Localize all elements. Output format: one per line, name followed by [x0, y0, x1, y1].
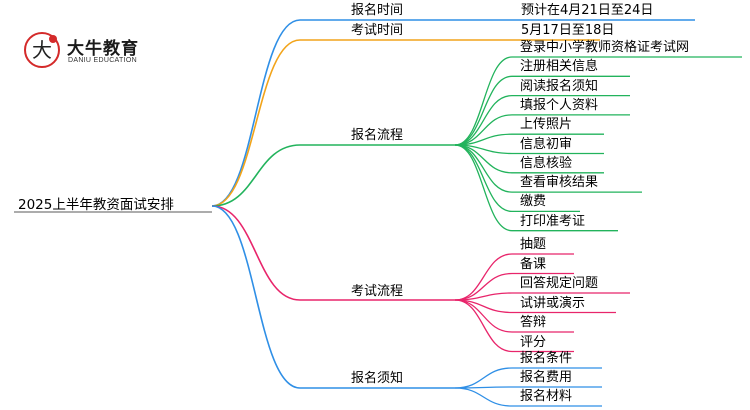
edge-exam_process: [211, 205, 301, 301]
logo-title: 大牛教育: [67, 39, 139, 59]
leaf-registration-notes-2: 报名材料: [520, 389, 573, 404]
edge-registration_notes: [211, 205, 301, 389]
edge-leaf-registration_process-8: [454, 144, 513, 213]
leaf-registration-process-0: 登录中小学教师资格证考试网: [520, 40, 690, 55]
leaf-registration-process-3: 填报个人资料: [520, 97, 599, 113]
leaf-registration-process-4: 上传照片: [520, 117, 573, 133]
leaf-exam-process-2: 回答规定问题: [520, 276, 599, 291]
leaf-exam-process-5: 评分: [520, 334, 547, 350]
edge-leaf-registration_process-1: [454, 75, 513, 146]
edge-leaf-registration_process-0: [454, 56, 513, 146]
branch-registration-notes: 报名须知: [351, 371, 404, 386]
logo: 大 大牛教育 DANIU EDUCATION: [20, 24, 170, 74]
logo-subtitle: DANIU EDUCATION: [68, 57, 137, 64]
leaf-registration-process-1: 注册相关信息: [520, 59, 599, 75]
leaf-registration-notes-0: 报名条件: [520, 351, 573, 366]
mindmap-edges: [14, 19, 742, 407]
branch-registration-process: 报名流程: [351, 128, 404, 143]
leaf-exam-process-0: 抽题: [520, 237, 547, 252]
leaf-exam-process-1: 备课: [520, 256, 547, 272]
leaf-exam-process-4: 答辩: [520, 315, 547, 330]
edge-leaf-registration_notes-0: [454, 367, 513, 389]
leaf-registration-process-8: 缴费: [520, 194, 547, 210]
leaf-exam-process-3: 试讲或演示: [520, 295, 586, 311]
leaf-registration-notes-1: 报名费用: [520, 370, 573, 385]
logo-emblem-icon: 大: [24, 32, 60, 68]
edge-leaf-exam_process-0: [454, 253, 513, 301]
edge-leaf-registration_process-7: [454, 144, 513, 193]
leaf-registration-process-9: 打印准考证: [520, 213, 586, 229]
edge-exam_time: [211, 39, 301, 207]
edge-registration_process: [211, 144, 301, 207]
leaf-registration-process-6: 信息核验: [520, 155, 573, 171]
root-node: 2025上半年教资面试安排: [18, 197, 174, 213]
exam-time-value: 5月17日至18日: [521, 23, 615, 38]
edge-leaf-registration_notes-2: [454, 387, 513, 407]
edge-registration_time: [211, 19, 301, 207]
branch-exam-time: 考试时间: [351, 23, 404, 38]
edge-leaf-registration_process-2: [454, 94, 513, 146]
svg-text:大: 大: [32, 38, 52, 62]
branch-registration-time: 报名时间: [351, 3, 404, 18]
leaf-registration-process-7: 查看审核结果: [520, 175, 599, 191]
registration-time-value: 预计在4月21日至24日: [521, 3, 654, 18]
leaf-registration-process-2: 阅读报名须知: [520, 78, 599, 94]
branch-exam-process: 考试流程: [351, 284, 404, 299]
edge-leaf-exam_process-5: [454, 299, 513, 353]
edge-leaf-registration_process-9: [454, 144, 513, 232]
edge-leaf-exam_process-4: [454, 299, 513, 333]
leaf-registration-process-5: 信息初审: [520, 136, 573, 152]
